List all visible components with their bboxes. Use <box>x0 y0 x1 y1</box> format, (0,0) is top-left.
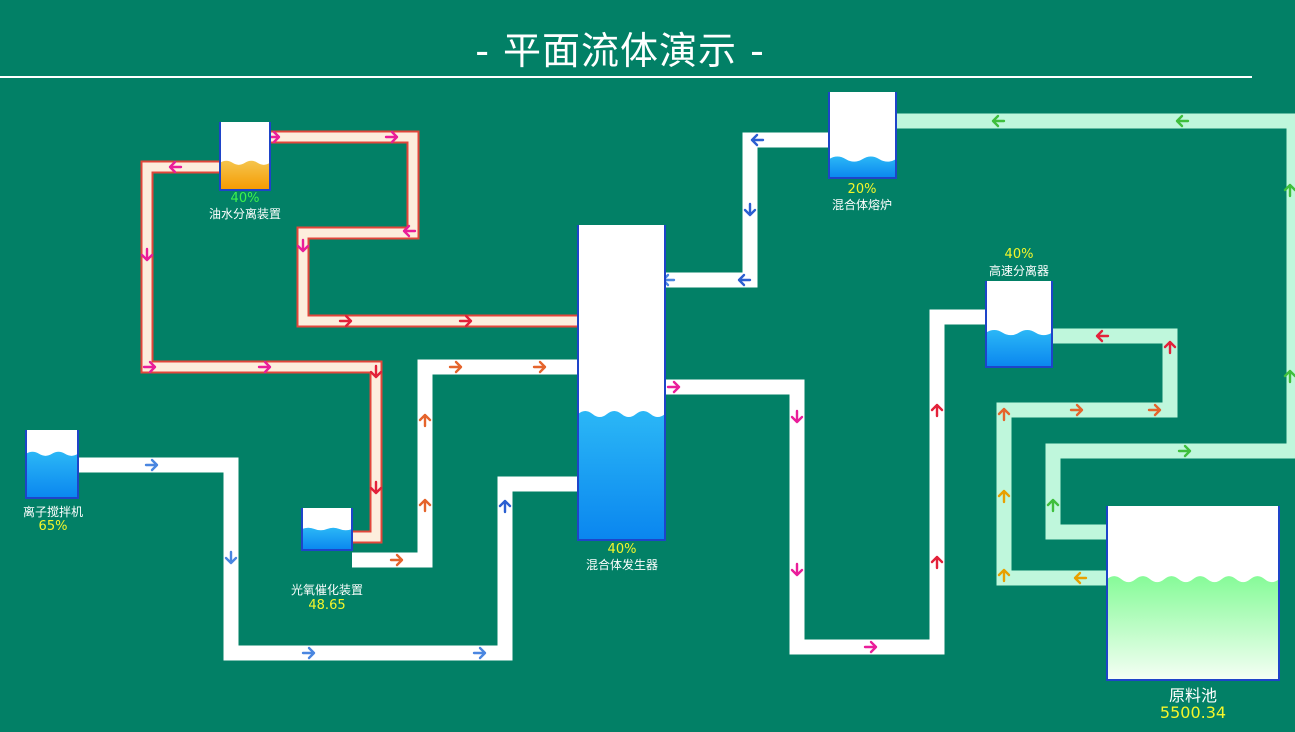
flow-arrow <box>338 314 353 328</box>
ion-mixer-tank-border <box>25 430 79 499</box>
flow-arrow <box>930 403 944 418</box>
title-divider <box>0 76 1252 78</box>
flow-arrow <box>532 360 547 374</box>
flow-arrow <box>296 238 310 253</box>
flow-arrow <box>997 489 1011 504</box>
photo-oxidation-label: 光氧催化装置 <box>290 583 364 597</box>
ion-mixer-level: 65% <box>38 519 68 534</box>
flow-arrow <box>790 562 804 577</box>
flow-arrow <box>1069 403 1084 417</box>
mixture-generator-tank-border <box>577 225 666 541</box>
flow-arrow <box>472 646 487 660</box>
flow-arrow <box>448 360 463 374</box>
pipe-photo-to-generator <box>352 359 580 568</box>
flow-arrow <box>790 409 804 424</box>
flow-arrow <box>737 273 752 287</box>
flow-arrow <box>402 224 417 238</box>
flow-arrow <box>369 364 383 379</box>
flow-arrow <box>1095 329 1110 343</box>
pipe-oil-to-photo <box>142 162 381 542</box>
flow-arrow <box>418 498 432 513</box>
raw-pool-tank-liquid <box>1107 576 1279 680</box>
raw-pool-label: 原料池 <box>1168 686 1218 705</box>
flow-arrow <box>863 640 878 654</box>
ion-mixer-tank-liquid <box>26 451 78 498</box>
pipe-generator-to-furnace <box>665 132 830 288</box>
flow-arrow <box>144 458 159 472</box>
pipe-oil-to-generator <box>269 132 580 326</box>
raw-pool-tank-border <box>1106 506 1280 681</box>
flow-arrow <box>257 360 272 374</box>
flow-arrow <box>418 413 432 428</box>
pipe-ion-to-generator <box>78 457 580 661</box>
flow-arrow <box>1175 114 1190 128</box>
flow-arrow <box>140 247 154 262</box>
mixture-furnace-label: 混合体熔炉 <box>831 198 893 212</box>
flow-arrow <box>369 480 383 495</box>
flow-arrow <box>1046 498 1060 513</box>
mixture-generator-tank-liquid <box>578 411 665 540</box>
oil-water-separator-label: 油水分离装置 <box>208 207 282 221</box>
ion-mixer-label: 离子搅拌机 <box>22 505 84 519</box>
flow-arrow <box>930 555 944 570</box>
high-speed-separator-label: 高速分离器 <box>988 264 1050 278</box>
flow-arrow <box>1283 183 1295 198</box>
mixture-generator-label: 混合体发生器 <box>585 558 659 572</box>
flow-arrow <box>750 133 765 147</box>
flow-arrow <box>997 568 1011 583</box>
flow-arrow <box>498 499 512 514</box>
high-speed-separator-level: 40% <box>1004 247 1034 262</box>
pipe-separator-to-pool <box>996 328 1178 586</box>
mixture-furnace-tank-liquid <box>829 156 896 178</box>
photo-oxidation-tank-liquid <box>302 527 352 550</box>
flow-arrow <box>1177 444 1192 458</box>
flow-arrow <box>224 550 238 565</box>
pipe-oil-to-photo-border <box>140 160 383 544</box>
flow-arrow <box>1163 340 1177 355</box>
page-title: - 平面流体演示 - <box>475 29 765 73</box>
mixture-furnace-level: 20% <box>847 182 877 197</box>
flow-arrow <box>301 646 316 660</box>
oil-water-separator-tank-liquid <box>220 160 270 190</box>
flow-arrow <box>1147 403 1162 417</box>
flow-arrow <box>458 314 473 328</box>
mixture-generator-level: 40% <box>607 542 637 557</box>
oil-water-separator-level: 40% <box>230 191 260 206</box>
flow-arrow <box>389 553 404 567</box>
mixture-furnace-tank-border <box>828 92 897 179</box>
flow-arrow <box>743 202 757 217</box>
high-speed-separator-tank-border <box>985 281 1053 368</box>
flow-arrow <box>1073 571 1088 585</box>
photo-oxidation-tank-border <box>301 508 353 551</box>
pipe-pool-to-furnace <box>895 113 1295 540</box>
flow-arrow <box>991 114 1006 128</box>
high-speed-separator-tank-liquid <box>986 330 1052 367</box>
photo-oxidation-level: 48.65 <box>308 598 346 613</box>
pipe-generator-to-separator <box>665 309 987 655</box>
flow-arrow <box>168 160 183 174</box>
raw-pool-level: 5500.34 <box>1159 703 1227 722</box>
flow-arrow <box>142 360 157 374</box>
flow-arrow <box>666 380 681 394</box>
flow-arrow <box>384 130 399 144</box>
flow-arrow <box>1283 369 1295 384</box>
oil-water-separator-tank-border <box>219 122 271 191</box>
flow-arrow <box>997 407 1011 422</box>
